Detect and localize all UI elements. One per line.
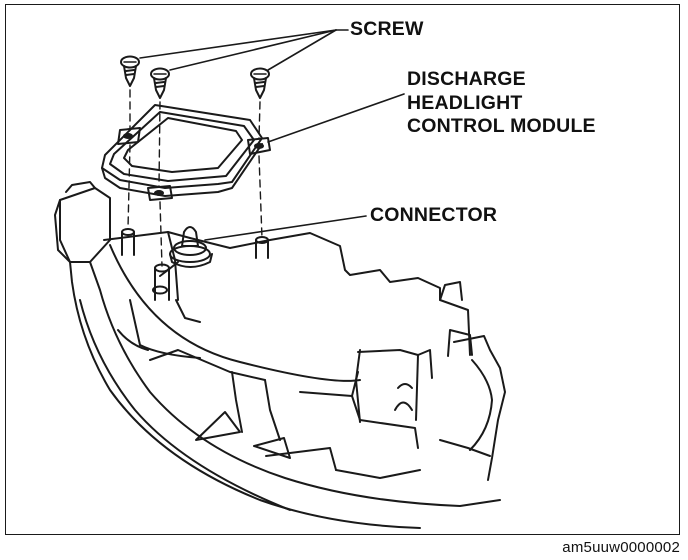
leader-lines — [139, 29, 405, 241]
figure-frame — [5, 4, 680, 535]
control-module-label-line-2: HEADLIGHT — [407, 91, 523, 114]
module-tab-left — [117, 127, 141, 145]
control-module-label-line-3: CONTROL MODULE — [407, 115, 596, 137]
control-module-label-line-1: DISCHARGE — [407, 68, 526, 90]
module-tab-front — [147, 185, 173, 201]
headlight-housing — [54, 181, 506, 529]
figure-id: am5uuw0000002 — [562, 539, 680, 556]
connector — [159, 226, 213, 277]
alignment-lines — [127, 89, 263, 267]
screw-label: SCREW — [350, 18, 424, 40]
screw-middle — [150, 67, 170, 99]
connector-label: CONNECTOR — [370, 204, 498, 226]
screw-right — [250, 67, 270, 99]
control-module — [101, 104, 271, 201]
screw-left — [120, 55, 140, 87]
module-tab-right — [247, 137, 271, 155]
control-module-label: DISCHARGE HEADLIGHT CONTROL MODULE — [407, 68, 596, 139]
